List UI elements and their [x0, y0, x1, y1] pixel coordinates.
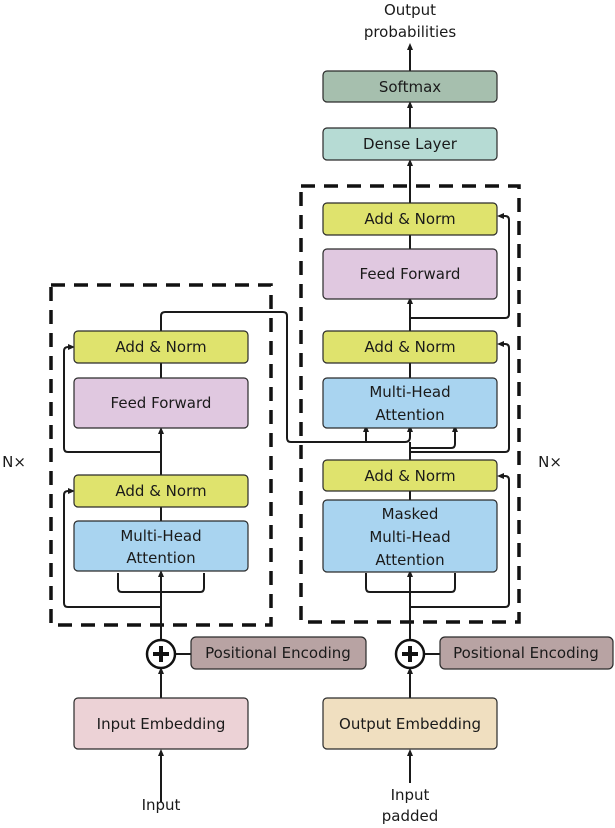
dense-layer[interactable]: Dense Layer — [322, 127, 498, 161]
output-label-line1: Output — [384, 1, 436, 19]
decoder-multi-head-attention[interactable]: Multi-Head Attention — [322, 377, 498, 429]
decoder-wires — [363, 43, 510, 783]
decoder-add-norm-top[interactable]: Add & Norm — [322, 202, 498, 236]
decoder-attention-line1: Multi-Head — [369, 383, 450, 401]
encoder-attention-line1: Multi-Head — [120, 527, 201, 545]
encoder-add-circle — [145, 638, 177, 670]
input-padded-line2: padded — [382, 807, 439, 825]
decoder-masked-attention[interactable]: Masked Multi-Head Attention — [322, 499, 498, 573]
decoder-residual-1 — [410, 473, 510, 608]
encoder-attention-line2: Attention — [126, 549, 195, 567]
encoder-add-norm-top[interactable]: Add & Norm — [73, 330, 249, 364]
input-padded-line1: Input — [391, 786, 430, 804]
encoder-multi-head-attention[interactable]: Multi-Head Attention — [73, 520, 249, 572]
decoder-add-norm-mid[interactable]: Add & Norm — [322, 330, 498, 364]
plus-icon — [402, 646, 418, 662]
softmax-label: Softmax — [379, 78, 441, 96]
decoder-add-norm-bottom-label: Add & Norm — [364, 467, 455, 485]
decoder-add-norm-mid-label: Add & Norm — [364, 338, 455, 356]
mha-query-arrow — [410, 425, 458, 449]
decoder-positional-encoding-label: Positional Encoding — [453, 644, 599, 662]
output-label-line2: probabilities — [364, 23, 457, 41]
encoder-residual-2 — [63, 344, 161, 453]
encoder-repeat-label: N× — [2, 453, 26, 471]
decoder-positional-encoding[interactable]: Positional Encoding — [439, 636, 614, 670]
encoder-add-norm-bottom-label: Add & Norm — [115, 482, 206, 500]
decoder-attention-line2: Attention — [375, 406, 444, 424]
plus-icon — [153, 646, 169, 662]
encoder-positional-encoding[interactable]: Positional Encoding — [190, 636, 367, 670]
encoder-add-norm-bottom[interactable]: Add & Norm — [73, 474, 249, 508]
decoder-add-norm-bottom[interactable]: Add & Norm — [322, 459, 498, 492]
masked-line2: Multi-Head — [369, 528, 450, 546]
encoder-positional-encoding-label: Positional Encoding — [205, 644, 351, 662]
output-embedding-label: Output Embedding — [339, 715, 481, 733]
mha-value-arrow — [366, 425, 413, 443]
input-label: Input — [142, 796, 181, 814]
encoder-qkv-split — [117, 573, 205, 593]
decoder-feed-forward-label: Feed Forward — [360, 265, 461, 283]
input-embedding[interactable]: Input Embedding — [73, 697, 249, 750]
decoder-repeat-label: N× — [538, 453, 562, 471]
encoder-residual-1 — [63, 488, 161, 608]
encoder-output-to-decoder — [160, 311, 366, 443]
encoder-feed-forward-label: Feed Forward — [111, 394, 212, 412]
encoder-add-norm-top-label: Add & Norm — [115, 338, 206, 356]
encoder-feed-forward[interactable]: Feed Forward — [73, 377, 249, 429]
input-embedding-label: Input Embedding — [97, 715, 226, 733]
decoder-qkv-split — [365, 573, 456, 593]
dense-layer-label: Dense Layer — [363, 135, 458, 153]
masked-line3: Attention — [375, 551, 444, 569]
output-embedding[interactable]: Output Embedding — [322, 697, 498, 750]
decoder-residual-3 — [410, 213, 510, 319]
decoder-add-circle — [394, 638, 426, 670]
decoder-add-norm-top-label: Add & Norm — [364, 210, 455, 228]
softmax[interactable]: Softmax — [322, 70, 498, 103]
encoder-wires — [63, 311, 366, 802]
decoder-residual-2 — [410, 341, 510, 453]
masked-line1: Masked — [382, 505, 439, 523]
decoder-feed-forward[interactable]: Feed Forward — [322, 248, 498, 300]
